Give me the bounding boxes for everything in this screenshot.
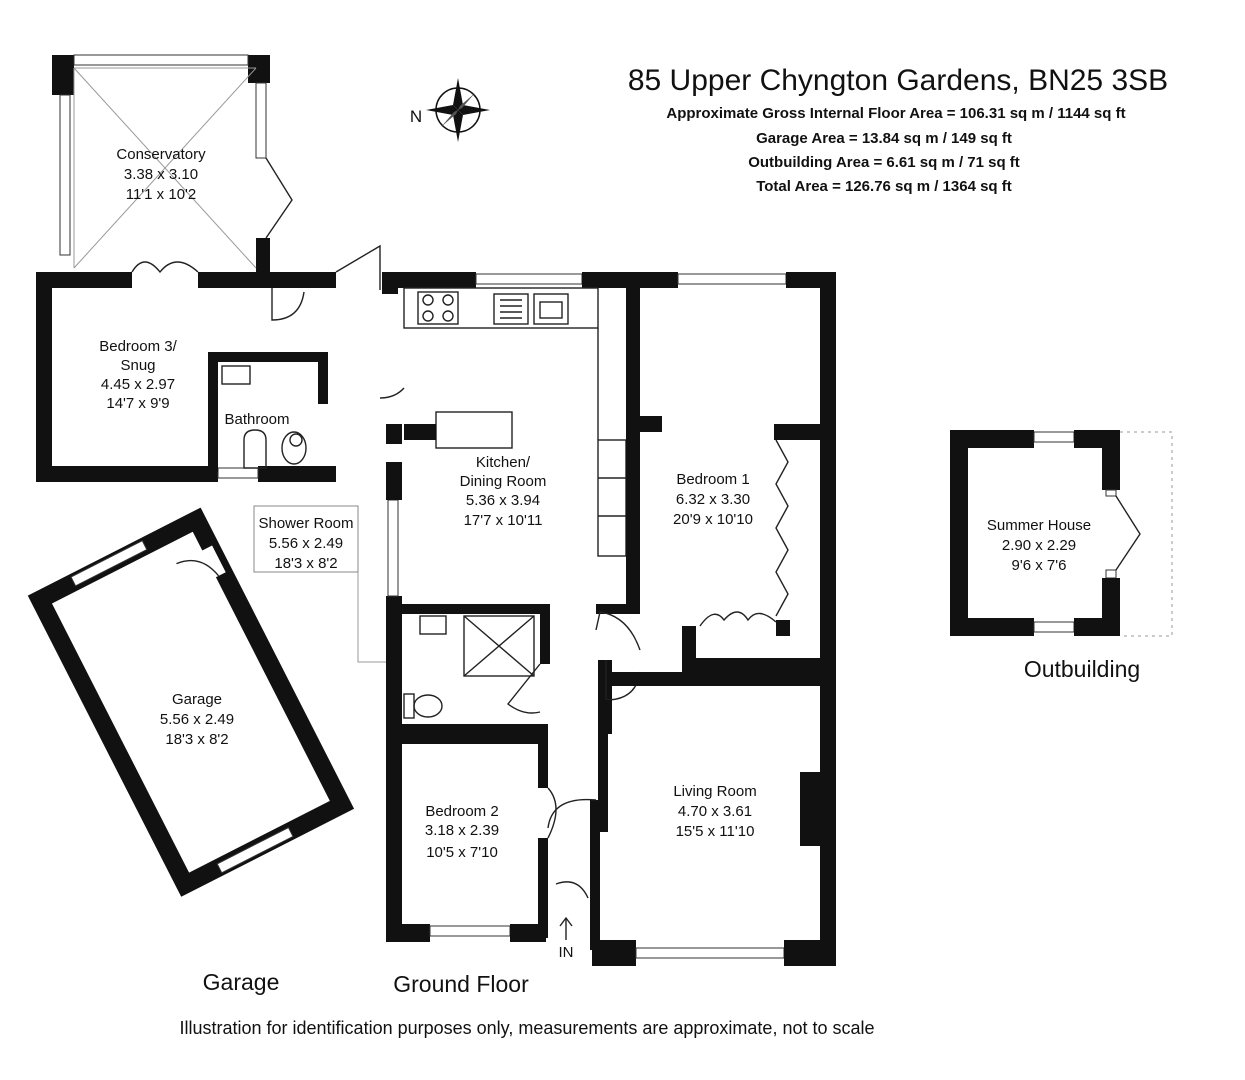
conservatory-walls: [52, 54, 293, 272]
bedroom1-name: Bedroom 1: [676, 471, 749, 488]
bedroom1-walls: [640, 416, 820, 672]
entrance-label: IN: [559, 944, 574, 961]
gross-internal-area: Approximate Gross Internal Floor Area = …: [666, 105, 1125, 122]
bedroom3-walls: [36, 244, 405, 482]
kitchen-fixtures: [386, 287, 640, 614]
bedroom3-metric: 4.45 x 2.97: [101, 376, 175, 393]
shower-room: [253, 505, 550, 734]
living-room-metric: 4.70 x 3.61: [678, 803, 752, 820]
bedroom2-name: Bedroom 2: [425, 803, 498, 820]
kitchen-name-line2: Dining Room: [460, 473, 547, 490]
conservatory-imperial: 11'1 x 10'2: [126, 186, 197, 203]
conservatory-name: Conservatory: [116, 146, 206, 163]
summer-house-walls: [950, 430, 1173, 637]
bathroom-name: Bathroom: [224, 411, 289, 428]
shower-room-name: Shower Room: [258, 515, 353, 532]
house-outer-walls: [382, 272, 836, 966]
bedroom1-imperial: 20'9 x 10'10: [673, 511, 753, 528]
garage-area: Garage Area = 13.84 sq m / 149 sq ft: [756, 130, 1012, 147]
summer-house-imperial: 9'6 x 7'6: [1012, 557, 1067, 574]
bedroom3-name: Bedroom 3/: [99, 338, 177, 355]
entrance-hall: [547, 611, 641, 950]
bedroom2-imperial: 10'5 x 7'10: [426, 844, 498, 861]
conservatory-metric: 3.38 x 3.10: [124, 166, 198, 183]
living-room-name: Living Room: [673, 783, 756, 800]
outbuilding-area: Outbuilding Area = 6.61 sq m / 71 sq ft: [748, 154, 1020, 171]
bedroom3-imperial: 14'7 x 9'9: [106, 395, 169, 412]
living-room-imperial: 15'5 x 11'10: [676, 823, 755, 840]
summer-house-name: Summer House: [987, 517, 1091, 534]
bedroom1-metric: 6.32 x 3.30: [676, 491, 750, 508]
compass-rose-icon: [426, 78, 490, 142]
kitchen-metric: 5.36 x 3.94: [466, 492, 540, 509]
garage-imperial: 18'3 x 8'2: [165, 731, 228, 748]
garage-walls: [27, 507, 355, 897]
summer-house-metric: 2.90 x 2.29: [1002, 537, 1076, 554]
bedroom2-metric: 3.18 x 2.39: [425, 822, 499, 839]
garage-name: Garage: [172, 691, 222, 708]
property-address: 85 Upper Chyngton Gardens, BN25 3SB: [628, 64, 1168, 97]
shower-room-metric: 5.56 x 2.49: [269, 535, 343, 552]
kitchen-name: Kitchen/: [476, 454, 531, 471]
living-room-walls: [598, 672, 820, 846]
kitchen-imperial: 17'7 x 10'11: [464, 512, 543, 529]
bedroom3-name-line2: Snug: [120, 357, 155, 374]
shower-room-imperial: 18'3 x 8'2: [274, 555, 337, 572]
total-area: Total Area = 126.76 sq m / 1364 sq ft: [756, 178, 1012, 195]
garage-floor-label: Garage: [203, 969, 280, 995]
disclaimer: Illustration for identification purposes…: [179, 1018, 874, 1038]
ground-floor-label: Ground Floor: [393, 971, 529, 997]
compass-north-label: N: [410, 107, 422, 126]
garage-metric: 5.56 x 2.49: [160, 711, 234, 728]
outbuilding-label: Outbuilding: [1024, 656, 1140, 682]
